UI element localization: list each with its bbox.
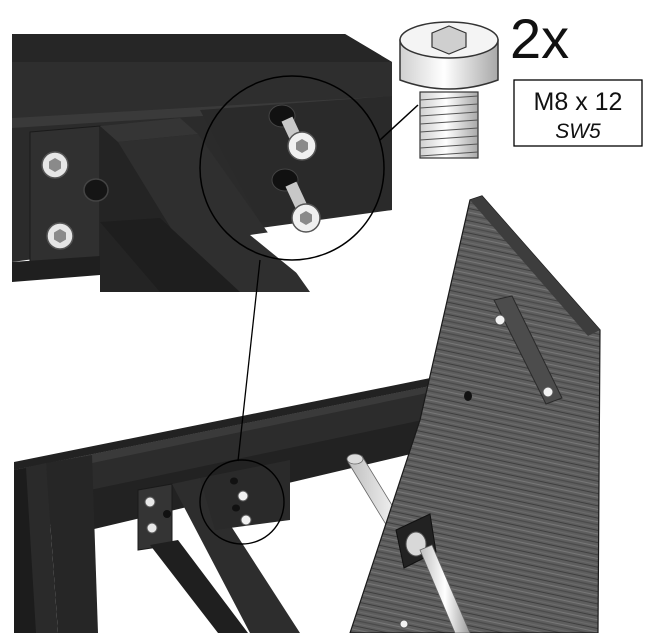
callout-leader-line [379,104,419,141]
spec-box [513,79,643,147]
panel-screw-top [494,314,506,326]
socket-head-cap-screw-icon [399,21,499,159]
detail-inset [12,30,392,292]
wrench-size-label: SW5 [555,120,601,143]
bracket-screw-top [41,151,69,179]
bracket-screw-bottom [46,222,74,250]
panel-screw-lower-edge [399,619,409,629]
screw-size-label: M8 x 12 [534,88,623,116]
panel-hole [464,391,472,401]
locator-connector-line [237,259,261,462]
bracket-hole [83,178,109,202]
panel-screw-bottom [542,386,554,398]
detail-screw-lower [271,168,321,233]
quantity-label: 2x [510,7,569,70]
tabletop-panel [349,195,601,633]
detail-screw-upper [268,104,317,161]
screw-callout: 2x M8 x 12 SW5 [399,7,643,159]
frame-locator-circle [199,459,285,545]
frame-insert-screw-lower [240,514,252,526]
frame-insert-screw-upper [237,490,249,502]
frame-insert-hole-lower [232,504,240,512]
frame-bracket-screw-bottom [146,522,158,534]
detail-magnifier-circle [199,75,385,261]
frame-bracket-screw-top [144,496,156,508]
frame-insert-hole-upper [230,477,238,485]
frame-bracket-hole [163,510,171,518]
